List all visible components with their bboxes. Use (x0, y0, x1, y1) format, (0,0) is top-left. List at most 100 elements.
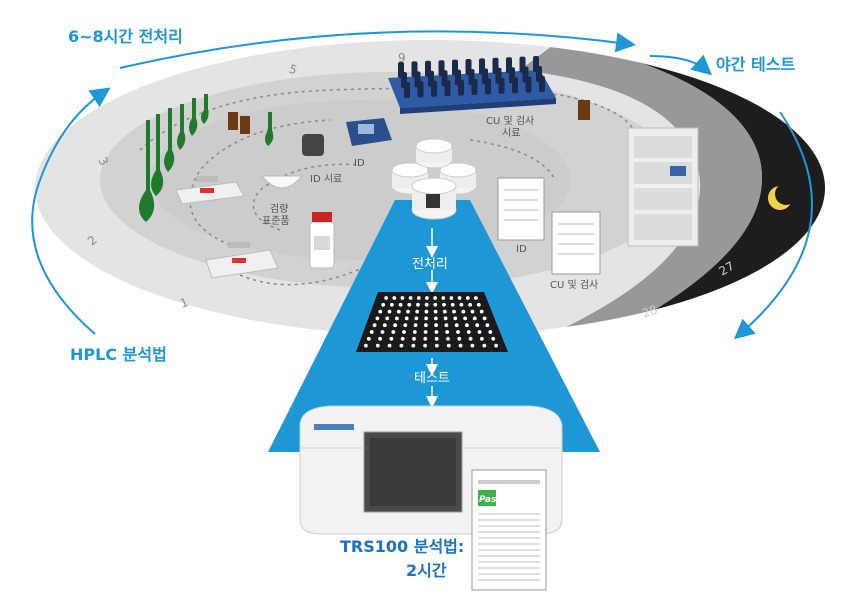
plate-well (476, 302, 481, 307)
trs100-instrument (299, 405, 563, 535)
label-pretreatment-time: 6~8시간 전처리 (68, 27, 183, 46)
rack-tube (431, 80, 437, 97)
plate-well (381, 302, 386, 307)
plate-well (378, 309, 383, 314)
rack-tube (471, 79, 478, 95)
arrow-night-curve (733, 111, 813, 340)
pass-label: Pass (479, 495, 502, 505)
plate-well (415, 309, 420, 314)
rack-tube (498, 77, 505, 94)
report-cu-assay (551, 211, 601, 275)
label-weighing-1: 검량 (270, 203, 288, 215)
plate-well (461, 309, 466, 314)
plate-well (458, 343, 463, 348)
plate-well (406, 309, 410, 314)
rack-tube (539, 76, 545, 92)
plate-well (414, 316, 419, 321)
flow-path-right (469, 139, 556, 181)
plate-well (398, 302, 403, 307)
plate-well (470, 343, 475, 348)
plate-well (366, 336, 371, 341)
plate-well (479, 309, 484, 314)
plate-well (442, 309, 447, 314)
plate-well (488, 330, 493, 334)
plate-well (463, 316, 467, 321)
label-pretreatment: 전처리 (412, 257, 448, 272)
rack-tube (417, 81, 424, 98)
balance-top (175, 176, 245, 205)
qr-code-icon (426, 194, 440, 208)
plate-well (470, 309, 475, 314)
plate-well (482, 343, 487, 348)
plate-well (372, 323, 377, 328)
plate-well (400, 336, 405, 341)
rack-tube (404, 82, 410, 98)
label-trs-method-line2: 2시간 (406, 561, 447, 580)
arrow-overnight (649, 54, 713, 76)
plate-well (375, 316, 380, 321)
clock-number-28: 28 (640, 302, 659, 320)
plate-well (445, 330, 450, 334)
plate-well (442, 302, 446, 307)
label-id-sample: ID 시료 (310, 173, 342, 185)
arrow-pretreatment (119, 30, 636, 69)
plate-well (423, 343, 427, 348)
plate-well (466, 330, 471, 334)
plate-well (412, 330, 417, 334)
plate-well (485, 323, 490, 328)
plate-well (391, 330, 396, 334)
plate-well (424, 302, 429, 307)
plate-well (477, 330, 482, 334)
plate-well (403, 323, 408, 328)
plate-well (468, 336, 473, 341)
plate-well (454, 323, 459, 328)
plate-well (433, 296, 437, 300)
plate-well (392, 296, 397, 300)
plate-well (389, 336, 394, 341)
sample-cups (391, 138, 477, 220)
clock-number-5: 5 (287, 62, 299, 78)
plate-well (404, 316, 409, 321)
plate-well (369, 330, 374, 334)
plate-well (433, 309, 438, 314)
plate-well (457, 296, 462, 300)
plate-well (453, 316, 458, 321)
plate-well (413, 323, 418, 328)
plate-well (423, 336, 428, 341)
id-instruments (302, 118, 392, 156)
plate-well (408, 296, 413, 300)
clock-number-27: 27 (717, 259, 737, 279)
plate-well (393, 323, 397, 328)
plate-well (452, 309, 456, 314)
plate-well (380, 330, 385, 334)
plate-well (387, 343, 392, 348)
plate-well (459, 302, 464, 307)
plate-well (395, 316, 399, 321)
plate-well (424, 316, 428, 321)
plate-well (456, 330, 460, 334)
plate-well (390, 302, 394, 307)
plate-well (480, 336, 484, 341)
mortar-bowl (260, 175, 304, 189)
plate-well (412, 336, 416, 341)
label-hplc-method: HPLC 분석법 (70, 345, 167, 364)
plate-well (402, 330, 406, 334)
label-id: ID (354, 158, 365, 169)
label-cu-assay: CU 및 검사 (550, 279, 598, 291)
rack-tube (525, 76, 532, 93)
plate-well (482, 316, 487, 321)
plate-well (396, 309, 401, 314)
sample-plate (356, 292, 508, 352)
rack-tube (444, 80, 451, 97)
label-overnight-test: 야간 테스트 (716, 55, 795, 74)
plate-well (424, 323, 428, 328)
plate-well (424, 309, 429, 314)
balance-bottom (205, 242, 279, 279)
volumetric-flasks (139, 94, 274, 222)
flow-path-inner (252, 163, 361, 231)
plate-well (441, 296, 446, 300)
plate-well (474, 296, 478, 300)
plate-well (475, 323, 480, 328)
plate-well (465, 323, 469, 328)
